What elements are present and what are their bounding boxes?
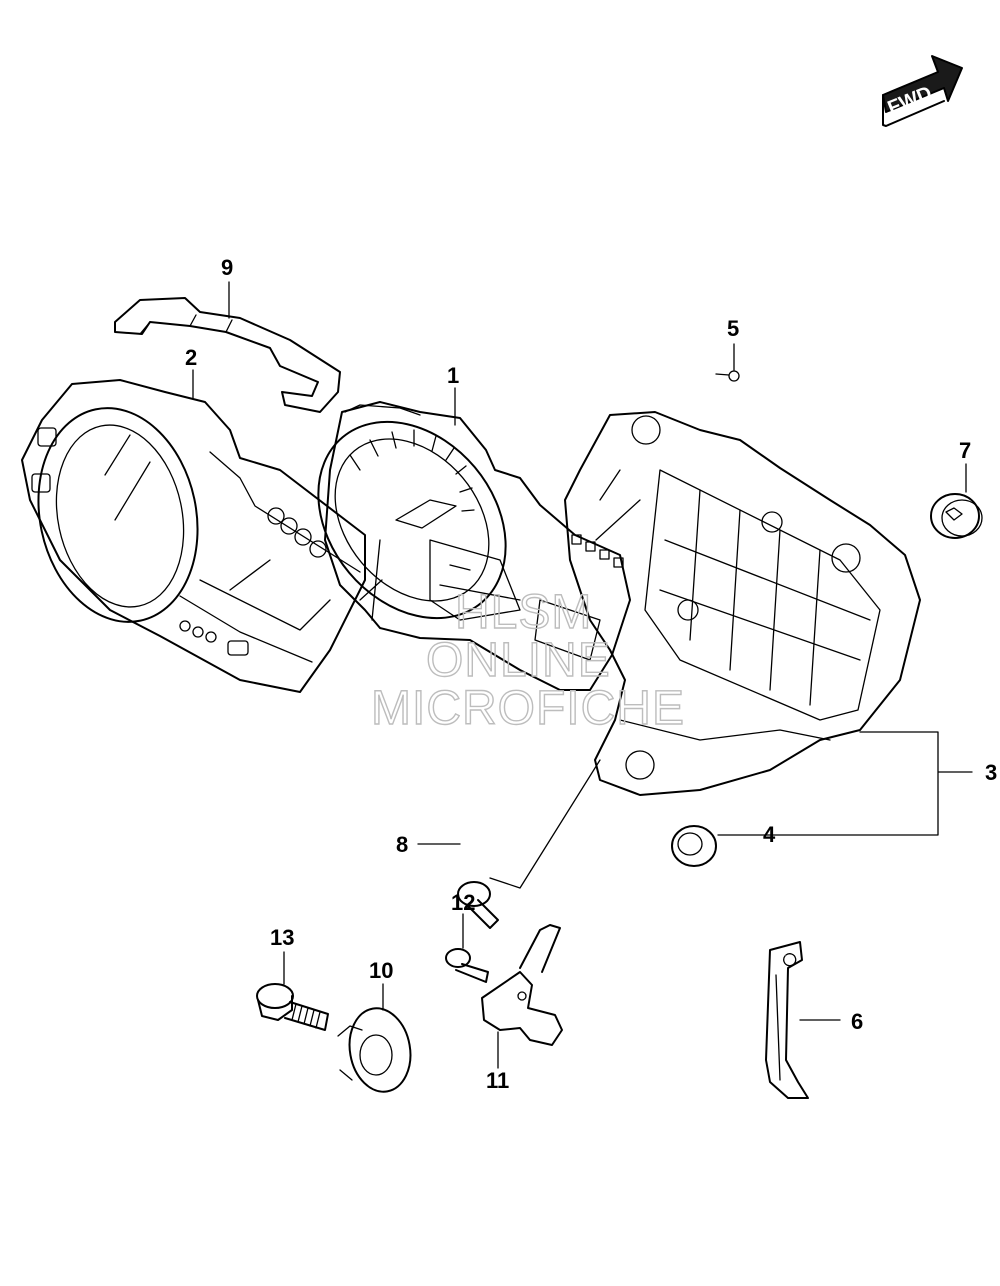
bolt-12 <box>445 948 489 983</box>
callout-12: 12 <box>451 890 475 915</box>
bolt-13 <box>256 983 329 1031</box>
callout-13: 13 <box>270 925 294 950</box>
meter-case <box>564 411 921 796</box>
fwd-arrow-badge: FWD <box>882 55 963 127</box>
screw-8 <box>457 881 499 929</box>
clamp-6 <box>765 941 809 1099</box>
watermark: HLSM ONLINE MICROFICHE <box>370 585 685 735</box>
mount-10 <box>337 1007 412 1093</box>
leader-lines <box>192 281 973 1069</box>
visor-bracket <box>114 297 341 413</box>
callout-11: 11 <box>486 1068 509 1093</box>
watermark-line-1: HLSM <box>455 586 592 639</box>
callout-6: 6 <box>851 1009 863 1034</box>
grommet-7 <box>930 493 983 539</box>
callout-2: 2 <box>185 345 197 370</box>
watermark-line-3: MICROFICHE <box>371 682 685 735</box>
callout-1: 1 <box>447 363 459 388</box>
callout-labels: 1 2 3 4 5 6 7 8 9 10 11 12 13 <box>185 255 997 1093</box>
speed-sensor-11 <box>481 924 563 1046</box>
screw-5 <box>715 370 740 382</box>
callout-4: 4 <box>763 822 776 847</box>
callout-3: 3 <box>985 760 997 785</box>
meter-cover <box>21 379 366 693</box>
callout-10: 10 <box>369 958 393 983</box>
callout-5: 5 <box>727 316 739 341</box>
callout-8: 8 <box>396 832 408 857</box>
callout-7: 7 <box>959 438 971 463</box>
watermark-line-2: ONLINE <box>426 634 611 687</box>
callout-9: 9 <box>221 255 233 280</box>
grommet-4 <box>671 825 717 867</box>
